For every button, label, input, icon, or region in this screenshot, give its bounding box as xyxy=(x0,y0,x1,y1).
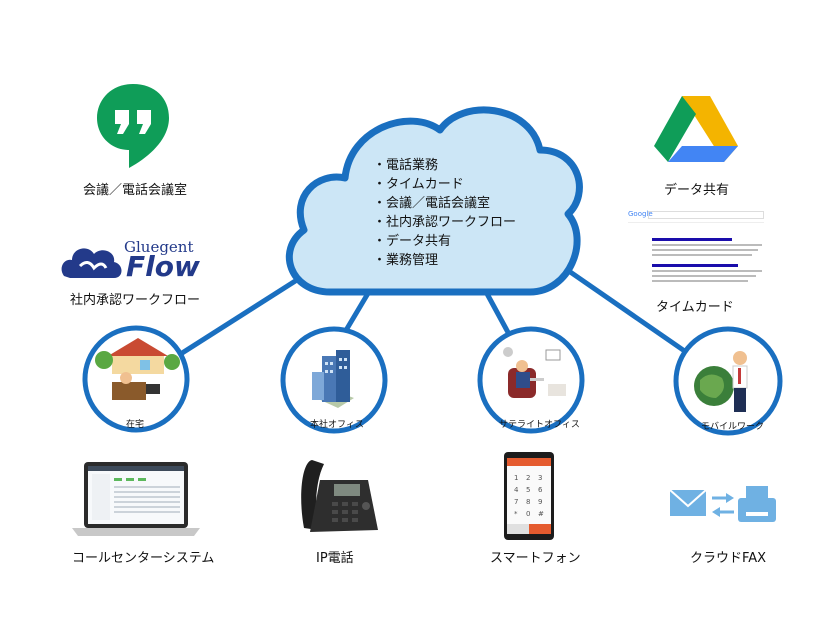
connector-home xyxy=(165,275,303,365)
svg-text:7: 7 xyxy=(514,498,518,506)
connector-lines xyxy=(165,255,689,365)
connector-office xyxy=(342,287,373,335)
location-label-mobile: モバイルワーク xyxy=(701,422,765,432)
location-label-office: 本社オフィス xyxy=(310,420,364,430)
timecard-divider xyxy=(628,222,764,223)
laptop-icon xyxy=(72,462,200,536)
cloud-item-workflow: ・社内承認ワークフロー xyxy=(373,215,517,230)
svg-text:2: 2 xyxy=(526,474,530,482)
cloud-service-list: ・電話業務 ・タイムカード ・会議／電話会議室 ・社内承認ワークフロー ・データ… xyxy=(373,156,516,270)
timecard-google-logo: Google xyxy=(628,210,653,218)
svg-text:1: 1 xyxy=(514,474,518,482)
timecard-result-line xyxy=(652,244,762,246)
hangouts-icon xyxy=(97,84,169,168)
timecard-result-line xyxy=(652,275,756,277)
connector-satellite xyxy=(482,287,513,339)
fax-machine-icon xyxy=(738,486,776,522)
cloud-item-business-management: ・業務管理 xyxy=(373,253,439,268)
timecard-screenshot: Google xyxy=(626,208,768,294)
svg-text:9: 9 xyxy=(538,498,542,506)
gluegent-brand-top: Gluegent xyxy=(124,238,194,256)
gluegent-brand-bottom: Flow xyxy=(126,250,200,283)
mobile-illustration xyxy=(694,351,748,412)
gluegent-label: 社内承認ワークフロー xyxy=(70,293,201,308)
timecard-result-line xyxy=(652,249,758,251)
drive-label: データ共有 xyxy=(664,183,730,198)
svg-text:4: 4 xyxy=(514,486,519,494)
svg-text:0: 0 xyxy=(526,510,530,518)
cloud-item-data-share: ・データ共有 xyxy=(373,234,452,249)
hangouts-label: 会議／電話会議室 xyxy=(83,183,188,198)
svg-text:8: 8 xyxy=(526,498,530,506)
svg-text:#: # xyxy=(538,510,544,518)
satellite-illustration xyxy=(503,347,566,398)
timecard-result-title xyxy=(652,264,738,267)
cloud-fax-icon xyxy=(669,486,776,522)
timecard-result-line xyxy=(652,270,762,272)
callcenter-label: コールセンターシステム xyxy=(72,551,215,566)
location-label-satellite: サテライトオフィス xyxy=(499,420,580,430)
location-label-home: 在宅 xyxy=(126,420,145,430)
ip-phone-icon xyxy=(301,460,378,532)
fax-label: クラウドFAX xyxy=(690,551,767,566)
cloud-item-timecard: ・タイムカード xyxy=(373,177,464,192)
svg-text:*: * xyxy=(514,510,518,518)
svg-text:3: 3 xyxy=(538,474,542,482)
cloud-item-meeting: ・会議／電話会議室 xyxy=(373,196,491,211)
timecard-result-line xyxy=(652,280,748,282)
smartphone-label: スマートフォン xyxy=(490,551,581,566)
google-drive-icon xyxy=(654,96,738,162)
svg-text:6: 6 xyxy=(538,486,543,494)
cloud-shape xyxy=(285,106,583,296)
timecard-searchbar xyxy=(648,211,764,219)
office-illustration xyxy=(312,350,354,408)
svg-text:5: 5 xyxy=(526,486,530,494)
timecard-result-title xyxy=(652,238,732,241)
connector-mobile xyxy=(547,255,689,355)
timecard-label: タイムカード xyxy=(656,300,734,315)
timecard-result-line xyxy=(652,254,752,256)
home-illustration xyxy=(95,338,180,400)
cloud-item-phone-work: ・電話業務 xyxy=(373,158,439,173)
ipphone-label: IP電話 xyxy=(316,551,354,566)
gluegent-flow-icon xyxy=(61,248,122,278)
